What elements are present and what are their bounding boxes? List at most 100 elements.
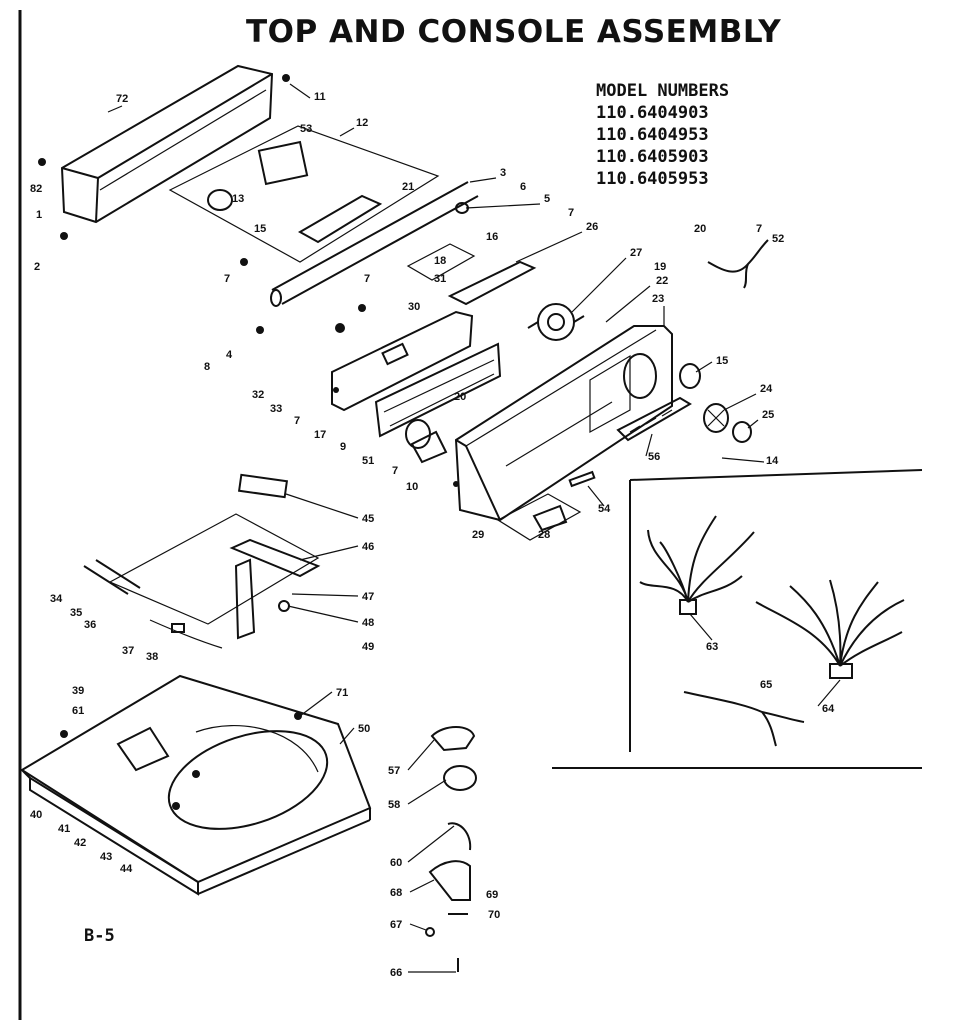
callout: 11	[314, 91, 326, 103]
lid-lock-parts	[425, 726, 477, 972]
callout: 9	[340, 441, 346, 453]
model-number: 110.6405953	[596, 169, 709, 189]
control-panel-insert	[331, 310, 502, 438]
callout: 49	[362, 641, 374, 653]
callout: 20	[454, 391, 466, 403]
timer-knob	[527, 303, 585, 341]
callout: 44	[120, 863, 133, 875]
model-number: 110.6404953	[596, 125, 709, 145]
callout: 68	[390, 887, 402, 899]
callout: 67	[390, 919, 402, 931]
callout: 1	[36, 209, 42, 221]
callout: 8	[204, 361, 210, 373]
callout: 51	[362, 455, 374, 467]
callout: 54	[598, 503, 611, 515]
callout: 7	[294, 415, 300, 427]
callout: 52	[772, 233, 784, 245]
callout: 57	[388, 765, 400, 777]
callout: 7	[392, 465, 398, 477]
callout: 20	[694, 223, 706, 235]
bracket-assembly	[406, 202, 537, 306]
wire-harness-63	[639, 515, 755, 615]
wire-harness-64	[755, 579, 905, 679]
callout: 63	[706, 641, 718, 653]
hinge-rod	[270, 181, 479, 307]
callout: 48	[362, 617, 374, 629]
callout: 38	[146, 651, 158, 663]
diagram-title: TOP AND CONSOLE ASSEMBLY	[246, 14, 782, 50]
callout: 71	[336, 687, 348, 699]
callout: 7	[224, 273, 230, 285]
callout: 10	[406, 481, 418, 493]
callout: 65	[760, 679, 772, 691]
console-housing	[454, 325, 673, 522]
callout: 7	[364, 273, 370, 285]
callout: 56	[648, 451, 660, 463]
rear-top-panel	[60, 64, 274, 224]
callout: 82	[30, 183, 42, 195]
knob-cap	[732, 421, 752, 443]
callout: 45	[362, 513, 374, 525]
harness-inset	[552, 469, 923, 769]
model-numbers-heading: MODEL NUMBERS	[596, 81, 730, 101]
callout: 27	[630, 247, 642, 259]
callout: 66	[390, 967, 402, 979]
callout: 15	[254, 223, 266, 235]
model-numbers-block: MODEL NUMBERS 110.6404903 110.6404953 11…	[596, 80, 729, 190]
part-54-bar	[568, 470, 596, 488]
callout: 39	[72, 685, 84, 697]
callout: 36	[84, 619, 96, 631]
callout: 46	[362, 541, 374, 553]
callout: 21	[402, 181, 414, 193]
callout: 17	[314, 429, 326, 441]
callout: 53	[300, 123, 312, 135]
callout: 25	[762, 409, 774, 421]
callout: 60	[390, 857, 402, 869]
part-callouts: 72 11 53 12 3 6 5 7 26 82 1 2 13 15 21 7…	[30, 91, 835, 979]
leader-lines	[107, 83, 841, 973]
callout: 7	[568, 207, 574, 219]
callout: 35	[70, 607, 82, 619]
selector-knob	[703, 403, 729, 433]
callout: 29	[472, 529, 484, 541]
callout: 19	[654, 261, 666, 273]
callout: 15	[716, 355, 728, 367]
callout: 22	[656, 275, 668, 287]
model-number: 110.6404903	[596, 103, 709, 123]
callout: 16	[486, 231, 498, 243]
callout: 64	[822, 703, 835, 715]
callout: 5	[544, 193, 550, 205]
pushbutton-switch-bank	[616, 396, 692, 442]
callout: 3	[500, 167, 506, 179]
callout: 58	[388, 799, 400, 811]
callout: 23	[652, 293, 664, 305]
knob-skirt	[679, 363, 701, 389]
callout: 28	[538, 529, 550, 541]
callout: 14	[766, 455, 779, 467]
callout: 12	[356, 117, 368, 129]
callout: 32	[252, 389, 264, 401]
washer-top-cover	[20, 674, 372, 896]
callout: 18	[434, 255, 446, 267]
callout: 2	[34, 261, 40, 273]
hardware-fasteners	[38, 74, 459, 810]
callout: 42	[74, 837, 86, 849]
page-reference: B-5	[84, 926, 115, 946]
callout: 6	[520, 181, 526, 193]
callout: 26	[586, 221, 598, 233]
callout: 30	[408, 301, 420, 313]
callout: 69	[486, 889, 498, 901]
callout: 4	[226, 349, 233, 361]
model-number: 110.6405903	[596, 147, 709, 167]
callout: 41	[58, 823, 70, 835]
callout: 43	[100, 851, 112, 863]
callout: 37	[122, 645, 134, 657]
lower-clip	[496, 493, 582, 541]
callout: 70	[488, 909, 500, 921]
console-cover-plate	[168, 125, 440, 263]
callout: 50	[358, 723, 370, 735]
callout: 72	[116, 93, 128, 105]
callout: 33	[270, 403, 282, 415]
callout: 40	[30, 809, 42, 821]
